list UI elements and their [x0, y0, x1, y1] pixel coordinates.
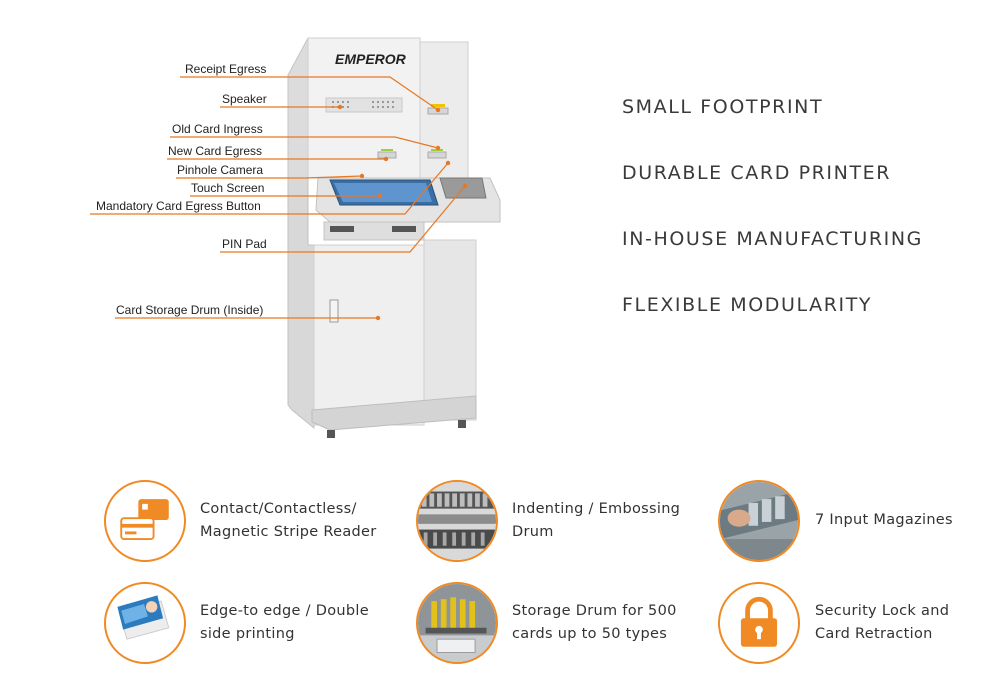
callout-pinhole-camera: Pinhole Camera	[177, 163, 264, 177]
card-printing-icon	[104, 582, 186, 664]
storage-drum-icon	[416, 582, 498, 664]
kiosk-illustration: EMPEROR	[0, 0, 560, 460]
capability-line: cards up to 50 types	[512, 626, 668, 642]
capability-line: Drum	[512, 524, 554, 540]
padlock-icon	[718, 582, 800, 664]
kiosk-drawing: EMPEROR	[90, 37, 501, 438]
capability-card-reader: Contact/Contactless/ Magnetic Stripe Rea…	[200, 498, 377, 544]
feature-small-footprint: SMALL FOOTPRINT	[622, 96, 824, 118]
capability-embossing-drum: Indenting / Embossing Drum	[512, 498, 680, 544]
callout-old-card-ingress: Old Card Ingress	[172, 122, 263, 136]
callout-pin-pad: PIN Pad	[222, 237, 267, 251]
feature-in-house-manufacturing: IN-HOUSE MANUFACTURING	[622, 228, 924, 250]
capability-line: Magnetic Stripe Reader	[200, 524, 377, 540]
feature-durable-card-printer: DURABLE CARD PRINTER	[622, 162, 892, 184]
callout-touch-screen: Touch Screen	[191, 181, 265, 195]
capability-line: Security Lock and	[815, 603, 950, 619]
capability-security-lock: Security Lock and Card Retraction	[815, 600, 949, 646]
capability-line: 7 Input Magazines	[815, 512, 953, 528]
capability-line: Card Retraction	[815, 626, 933, 642]
capability-line: side printing	[200, 626, 295, 642]
embossing-drum-icon	[416, 480, 498, 562]
capability-line: Storage Drum for 500	[512, 603, 677, 619]
callout-new-card-egress: New Card Egress	[168, 144, 263, 158]
capability-card-printing: Edge-to edge / Double side printing	[200, 600, 369, 646]
brand-logo: EMPEROR	[335, 51, 407, 67]
input-magazines-icon	[718, 480, 800, 562]
capability-storage-drum: Storage Drum for 500 cards up to 50 type…	[512, 600, 677, 646]
callout-card-egress-button: Mandatory Card Egress Button	[96, 199, 261, 213]
capability-line: Contact/Contactless/	[200, 501, 357, 517]
capability-line: Edge-to edge / Double	[200, 603, 369, 619]
capability-input-magazines: 7 Input Magazines	[815, 509, 953, 532]
capability-line: Indenting / Embossing	[512, 501, 681, 517]
feature-flexible-modularity: FLEXIBLE MODULARITY	[622, 294, 873, 316]
callout-receipt-egress: Receipt Egress	[185, 62, 267, 76]
callout-card-storage-drum: Card Storage Drum (Inside)	[116, 303, 264, 317]
callout-speaker: Speaker	[222, 92, 267, 106]
card-reader-icon	[104, 480, 186, 562]
